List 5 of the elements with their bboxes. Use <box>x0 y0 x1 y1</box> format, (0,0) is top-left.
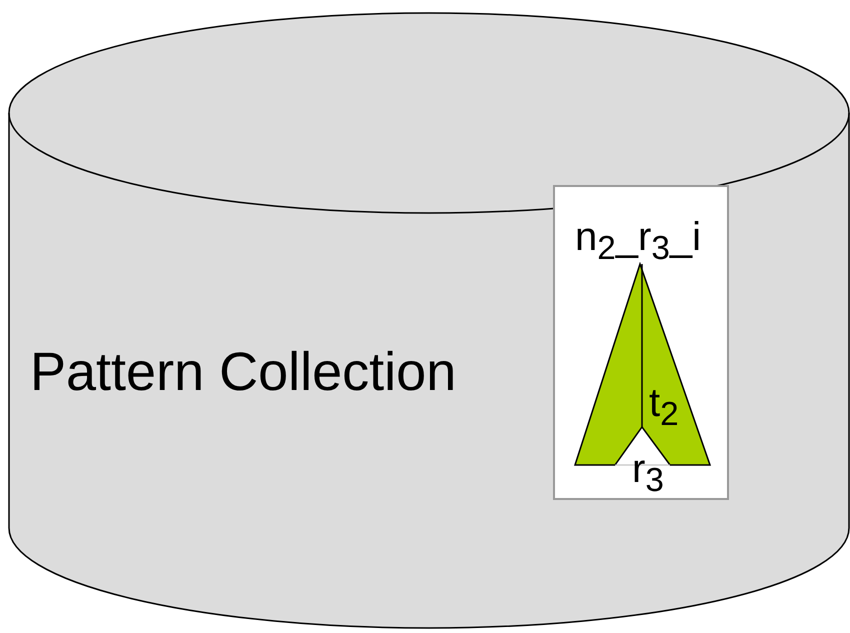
base-label: r$_{3}$ <box>632 449 664 498</box>
pattern-card <box>553 185 729 500</box>
cylinder-label: Pattern Collection <box>30 345 456 399</box>
height-label: t$_{2}$ <box>649 383 679 432</box>
pattern-name: n$_{2}$_r$_{3}$_i <box>575 217 702 266</box>
